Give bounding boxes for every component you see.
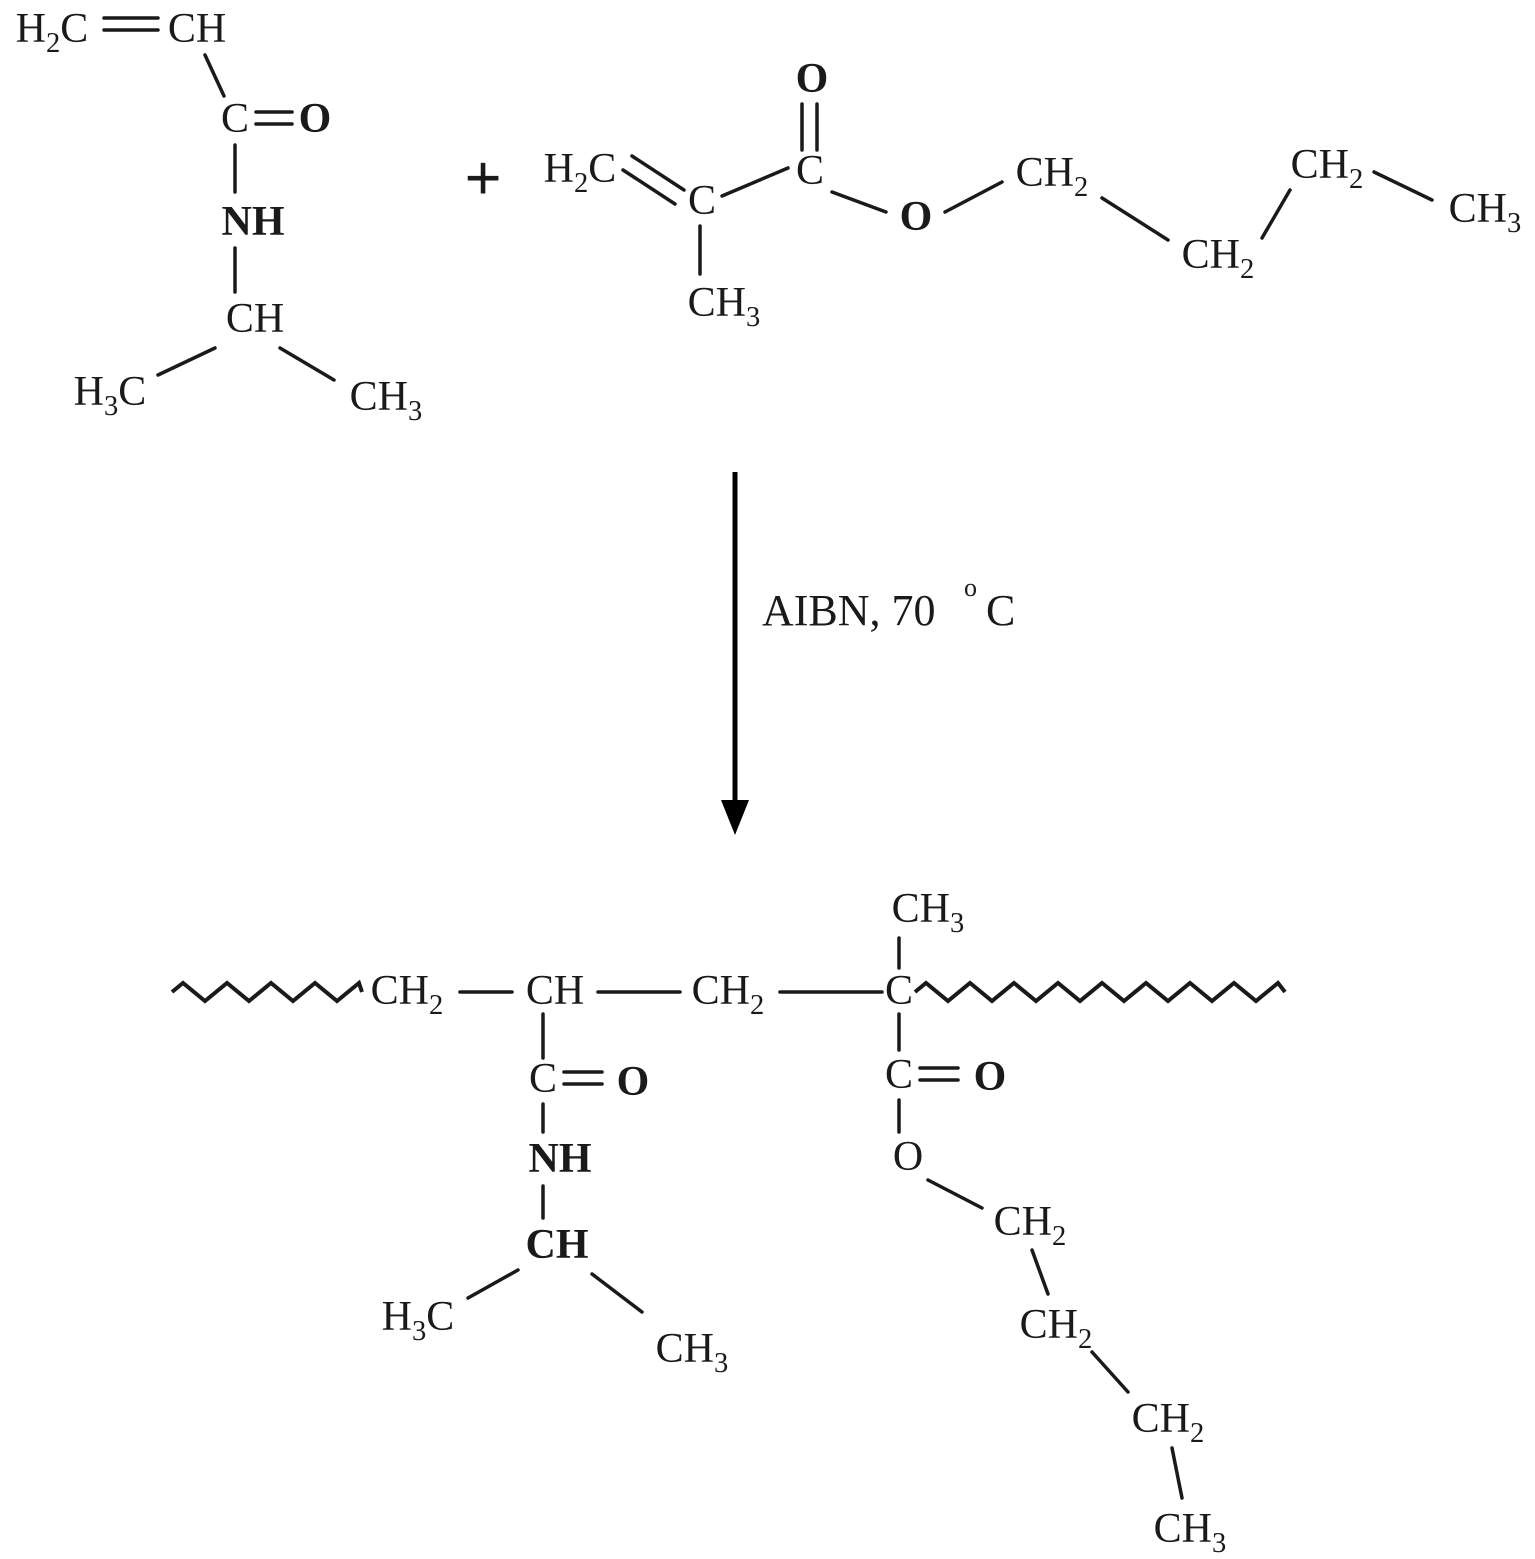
degree-mark: o: [964, 573, 977, 602]
polymer-wavy-bond-left: [170, 979, 364, 1004]
bond: [1100, 196, 1170, 242]
amide-methine-ch-label: CH: [526, 1222, 589, 1268]
copolymer-product: CH2 CH CH2 C CH3 C O NH CH H3C CH3: [170, 886, 1287, 1559]
bma-carbonyl-c-label: C: [796, 148, 824, 194]
ester-side-chain: C O O CH2 CH2 CH2 CH3: [885, 1012, 1227, 1559]
bond: [830, 190, 888, 214]
plus-sign: +: [464, 142, 502, 215]
monomer-bma: O H2C C CH3 C O CH2 CH2 CH2 CH3: [544, 56, 1522, 333]
nipam-right-methyl-label: CH3: [350, 374, 423, 427]
bma-ester-o-label: O: [900, 194, 933, 240]
polymer-wavy-bond-right: [913, 980, 1287, 1004]
bond: [1030, 1248, 1050, 1296]
reaction-conditions-label: AIBN, 70: [762, 586, 936, 635]
bma-carbonyl-o-label: O: [796, 56, 829, 102]
bma-ch2-2-label: CH2: [1182, 232, 1255, 285]
backbone-quaternary-c-label: C: [885, 968, 913, 1014]
bond: [1090, 1350, 1130, 1394]
copolymer-backbone: CH2 CH CH2 C CH3: [170, 886, 1287, 1021]
amide-right-methyl-label: CH3: [656, 1326, 729, 1379]
bond: [1372, 170, 1434, 202]
amide-nh-label: NH: [529, 1136, 592, 1182]
ester-ch2-2-label: CH2: [1020, 1302, 1093, 1355]
nipam-carbonyl-o-label: O: [299, 96, 332, 142]
bond: [203, 53, 226, 98]
backbone-ch-label: CH: [526, 968, 584, 1014]
double-bond: [621, 168, 677, 206]
reaction-arrow: AIBN, 70 o C: [721, 472, 1015, 835]
bond: [1260, 188, 1292, 240]
bma-alpha-c-label: C: [688, 178, 716, 224]
amide-carbonyl-o-label: O: [617, 1059, 650, 1105]
ester-carbonyl-c-label: C: [885, 1052, 913, 1098]
backbone-ch2-mid-label: CH2: [692, 968, 765, 1021]
bond: [720, 166, 790, 198]
ester-ch2-1-label: CH2: [994, 1199, 1067, 1252]
bond: [926, 1178, 984, 1210]
nipam-nh-label: NH: [222, 199, 285, 245]
bond: [156, 346, 217, 377]
nipam-vinyl-ch-label: CH: [168, 6, 226, 52]
amide-carbonyl-c-label: C: [529, 1056, 557, 1102]
ester-ch3-label: CH3: [1154, 1506, 1227, 1559]
ester-ch2-3-label: CH2: [1132, 1396, 1205, 1449]
temperature-unit: C: [986, 586, 1015, 635]
amide-side-chain: C O NH CH H3C CH3: [382, 1012, 729, 1379]
bma-ch2-3-label: CH2: [1291, 142, 1364, 195]
bond: [278, 346, 336, 382]
bma-h2c-label: H2C: [544, 146, 617, 199]
nipam-h2c-label: H2C: [16, 6, 89, 59]
bond: [590, 1272, 644, 1314]
amide-left-methyl-label: H3C: [382, 1294, 455, 1347]
nipam-left-methyl-label: H3C: [74, 369, 147, 422]
bond: [943, 180, 1004, 214]
backbone-ch2-left-label: CH2: [371, 968, 444, 1021]
ester-o-label: O: [893, 1134, 923, 1180]
arrow-head: [721, 800, 749, 835]
bma-alpha-methyl-label: CH3: [688, 280, 761, 333]
nipam-carbonyl-c-label: C: [221, 96, 249, 142]
bma-ch3-label: CH3: [1449, 186, 1522, 239]
backbone-top-methyl-label: CH3: [892, 886, 965, 939]
ester-carbonyl-o-label: O: [974, 1054, 1007, 1100]
monomer-nipam: H2C CH C O NH CH H3C CH3: [16, 6, 423, 427]
bond: [1170, 1446, 1184, 1500]
nipam-methine-ch-label: CH: [226, 296, 284, 342]
double-bond: [630, 154, 686, 192]
bma-ch2-1-label: CH2: [1016, 150, 1089, 203]
bond: [466, 1268, 520, 1300]
